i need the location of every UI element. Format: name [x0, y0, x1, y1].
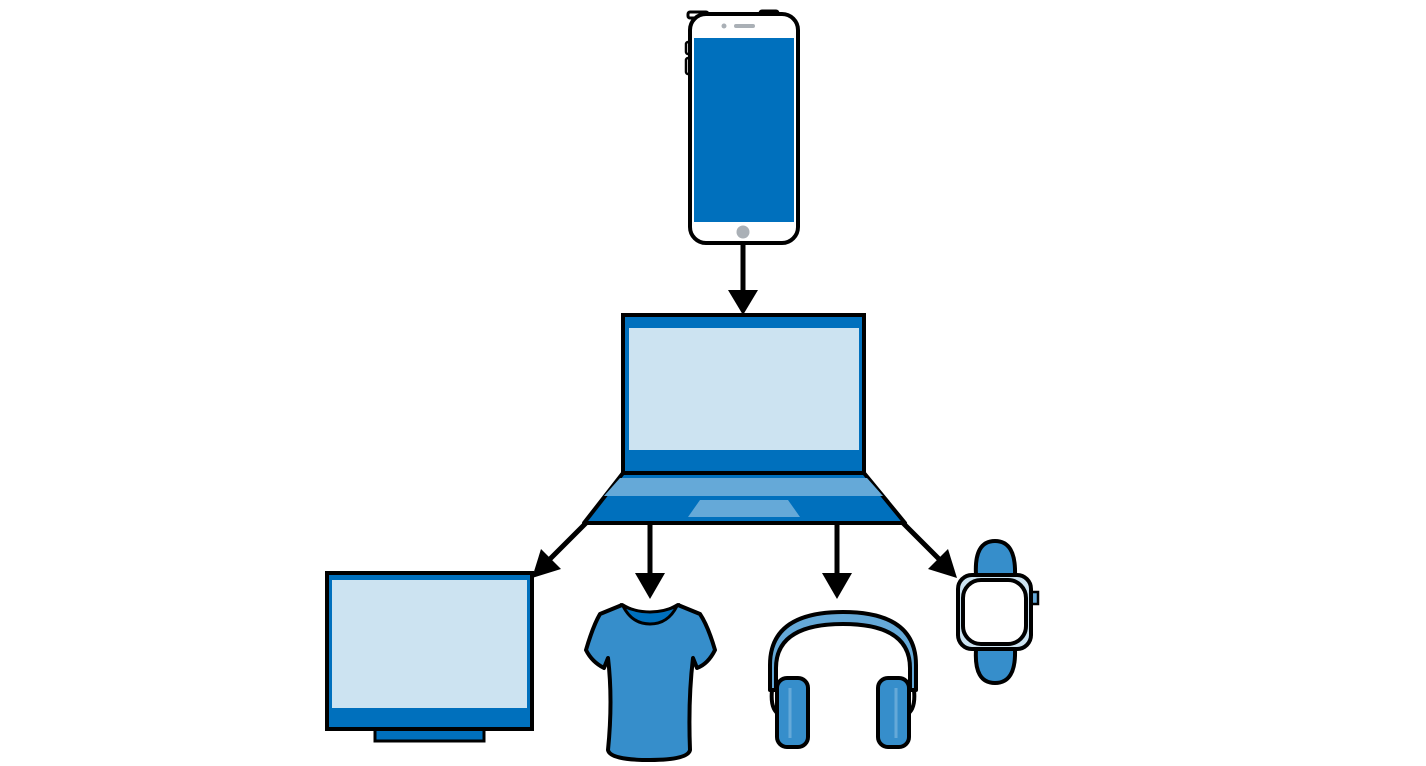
smartwatch-icon [956, 538, 1040, 686]
arrows [532, 243, 957, 599]
arrow-phone-to-laptop [728, 243, 758, 315]
laptop-icon [582, 313, 907, 525]
arrow-laptop-to-headphones [822, 523, 852, 599]
headphones-icon [768, 610, 918, 749]
arrow-laptop-to-smartwatch [901, 521, 957, 578]
arrow-laptop-to-monitor [532, 521, 588, 578]
smartphone-icon [684, 9, 800, 245]
monitor-icon [325, 571, 534, 743]
arrow-laptop-to-tshirt [635, 523, 665, 599]
tshirt-icon [584, 602, 717, 762]
